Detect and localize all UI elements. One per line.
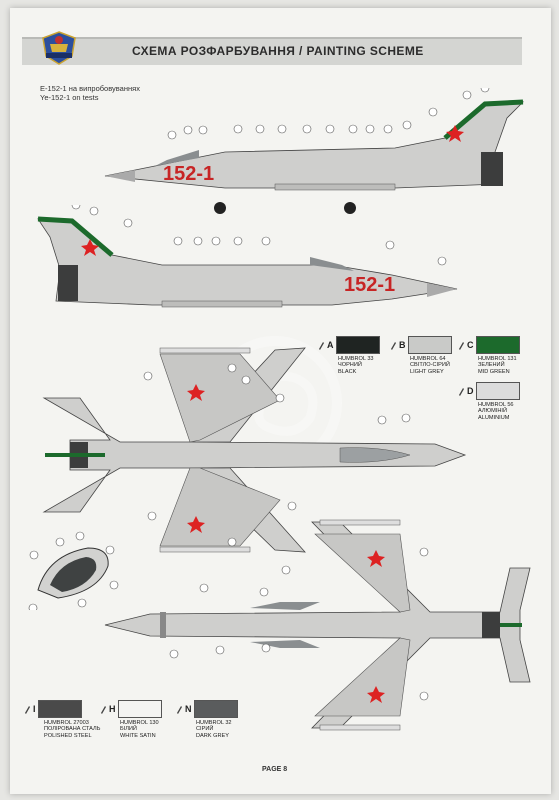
swatch-letter: A: [327, 339, 334, 350]
swatch-name-en: WHITE SATIN: [120, 732, 156, 739]
swatch-name-en: ALUMINIUM: [478, 414, 510, 421]
swatch-letter: N: [185, 703, 192, 714]
swatch-code: HUMBROL 27003: [44, 720, 89, 726]
swatch-h: H HUMBROL 130 БІЛИЙ WHITE SATIN: [100, 700, 162, 739]
swatch-code: HUMBROL 56: [478, 402, 514, 408]
swatch-color: [407, 336, 452, 354]
brush-icon: [459, 341, 464, 350]
brush-icon: [25, 705, 30, 714]
brush-icon: [319, 341, 324, 350]
swatch-name-en: DARK GREY: [196, 732, 229, 739]
aircraft-caption: Е-152-1 на випробовуваннях Ye-152-1 on t…: [40, 84, 140, 102]
side-code-starboard: 152-1: [163, 163, 214, 185]
swatch-c: C HUMBROL 131 ЗЕЛЕНИЙ MID GREEN: [458, 336, 520, 375]
swatch-name-en: MID GREEN: [478, 368, 510, 375]
caption-en: Ye-152-1 on tests: [40, 93, 99, 102]
page-title: СХЕМА РОЗФАРБУВАННЯ / PAINTING SCHEME: [132, 44, 424, 58]
brush-icon: [391, 341, 396, 350]
canopy-detail: [28, 531, 119, 610]
caption-ua: Е-152-1 на випробовуваннях: [40, 84, 140, 93]
swatch-name-en: POLISHED STEEL: [44, 732, 92, 739]
side-view-starboard: 152-1: [104, 88, 525, 214]
swatch-color: [475, 336, 520, 354]
swatch-name-en: BLACK: [338, 368, 357, 375]
swatch-code: HUMBROL 32: [196, 720, 232, 726]
swatch-name-ua: ПОЛІРОВАНА СТАЛЬ: [44, 726, 101, 733]
swatch-code: HUMBROL 64: [410, 356, 446, 362]
brush-icon: [177, 705, 182, 714]
swatch-letter: C: [467, 339, 474, 350]
side-view-port: 152-1: [37, 205, 458, 308]
swatch-color: [193, 700, 238, 718]
swatch-name-ua: АЛЮМІНІЙ: [478, 408, 508, 415]
swatch-b: B HUMBROL 64 СВІТЛО-СІРИЙ LIGHT GREY: [390, 336, 452, 375]
swatch-name-ua: СІРИЙ: [196, 726, 214, 733]
swatch-d: D HUMBROL 56 АЛЮМІНІЙ ALUMINIUM: [458, 382, 520, 421]
swatch-name-ua: БІЛИЙ: [120, 726, 137, 733]
swatch-color: [335, 336, 380, 354]
swatch-n: N HUMBROL 32 СІРИЙ DARK GREY: [176, 700, 238, 739]
brush-icon: [459, 387, 464, 396]
brand-logo: [42, 31, 76, 65]
top-view: [42, 347, 467, 553]
swatch-letter: H: [109, 703, 116, 714]
side-code-port: 152-1: [344, 274, 395, 296]
swatch-code: HUMBROL 130: [120, 720, 159, 726]
swatch-code: HUMBROL 131: [478, 356, 517, 362]
page-number: PAGE 8: [262, 766, 288, 773]
swatch-name-ua: ЗЕЛЕНИЙ: [478, 362, 505, 369]
swatch-letter: D: [467, 385, 474, 396]
swatch-name-ua: СВІТЛО-СІРИЙ: [410, 362, 450, 369]
header-bar: СХЕМА РОЗФАРБУВАННЯ / PAINTING SCHEME: [22, 37, 522, 65]
bottom-view: [104, 519, 531, 731]
swatch-color: [117, 700, 162, 718]
swatch-letter: I: [33, 703, 36, 714]
swatch-i: I HUMBROL 27003 ПОЛІРОВАНА СТАЛЬ POLISHE…: [24, 700, 100, 739]
swatch-color: [475, 382, 520, 400]
swatch-letter: B: [399, 339, 406, 350]
brush-icon: [101, 705, 106, 714]
swatch-a: A HUMBROL 33 ЧОРНИЙ BLACK: [318, 336, 380, 375]
swatch-color: [37, 700, 82, 718]
swatch-name-ua: ЧОРНИЙ: [338, 362, 362, 369]
swatch-code: HUMBROL 33: [338, 356, 374, 362]
swatch-name-en: LIGHT GREY: [410, 368, 444, 375]
